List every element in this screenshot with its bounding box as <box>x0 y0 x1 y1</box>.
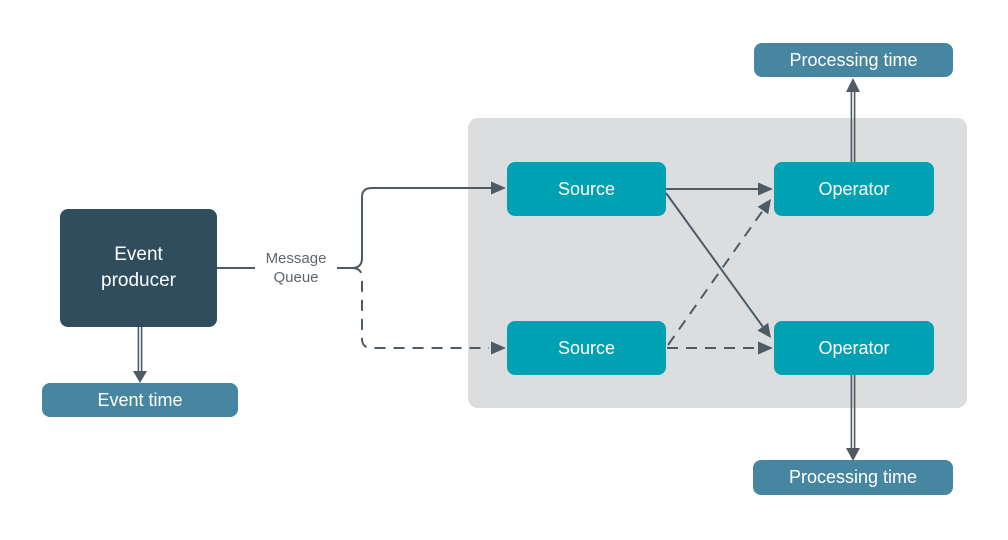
source-top-node: Source <box>507 162 666 216</box>
operator-top-node: Operator <box>774 162 934 216</box>
processing-time-bottom-node: Processing time <box>753 460 953 495</box>
arrowhead-processingbottom-icon <box>846 448 860 461</box>
edge-operatorbottom-processingbottom <box>850 375 856 448</box>
arrowhead-source-top-icon <box>491 181 506 195</box>
message-queue-label: Message Queue <box>255 247 337 289</box>
arrowhead-operatortop-diag-icon <box>757 199 771 215</box>
edge-producer-eventtime <box>137 327 143 371</box>
arrowhead-operatortop-icon <box>758 182 773 196</box>
edge-sourcetop-operatorbottom <box>665 192 764 328</box>
arrowhead-source-bottom-icon <box>491 341 506 355</box>
arrowhead-processingtop-icon <box>846 78 860 92</box>
event-time-node: Event time <box>42 383 238 417</box>
edge-queue-source-bottom <box>351 267 489 349</box>
arrowhead-operatorbottom-icon <box>758 341 773 355</box>
processing-time-top-node: Processing time <box>754 43 953 77</box>
edge-sourcebottom-operatortop <box>667 209 764 346</box>
edge-queue-source-top <box>351 187 491 269</box>
operator-bottom-node: Operator <box>774 321 934 375</box>
source-bottom-node: Source <box>507 321 666 375</box>
arrowhead-eventtime-icon <box>133 371 147 383</box>
arrowhead-operatorbottom-diag-icon <box>757 322 771 338</box>
edge-operatortop-processingtop <box>850 92 856 162</box>
event-producer-node: Event producer <box>60 209 217 327</box>
